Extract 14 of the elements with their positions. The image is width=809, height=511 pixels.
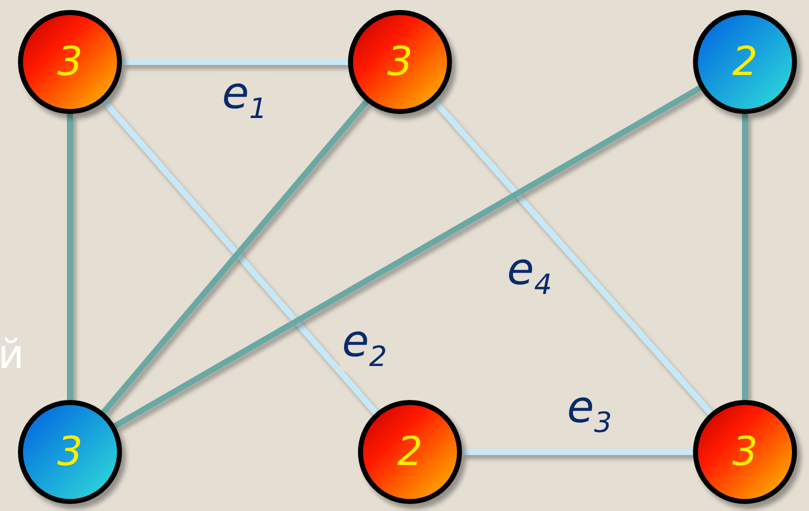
vertex-degree: 2	[397, 429, 423, 475]
graph-edge	[432, 98, 713, 416]
graph-edge	[742, 114, 748, 400]
graph-edge	[462, 449, 693, 455]
vertex-circle	[358, 400, 462, 504]
graph-edge	[122, 59, 348, 65]
vertex-degree: 3	[732, 429, 758, 475]
vertex-circle	[693, 10, 797, 114]
vertex-degree: 2	[732, 39, 758, 85]
vertex-degree: 3	[387, 39, 413, 85]
graph-edge	[114, 85, 702, 429]
graph-edge	[67, 114, 73, 400]
vertex-degree: 3	[57, 429, 83, 475]
vertex-degree: 3	[57, 39, 83, 85]
